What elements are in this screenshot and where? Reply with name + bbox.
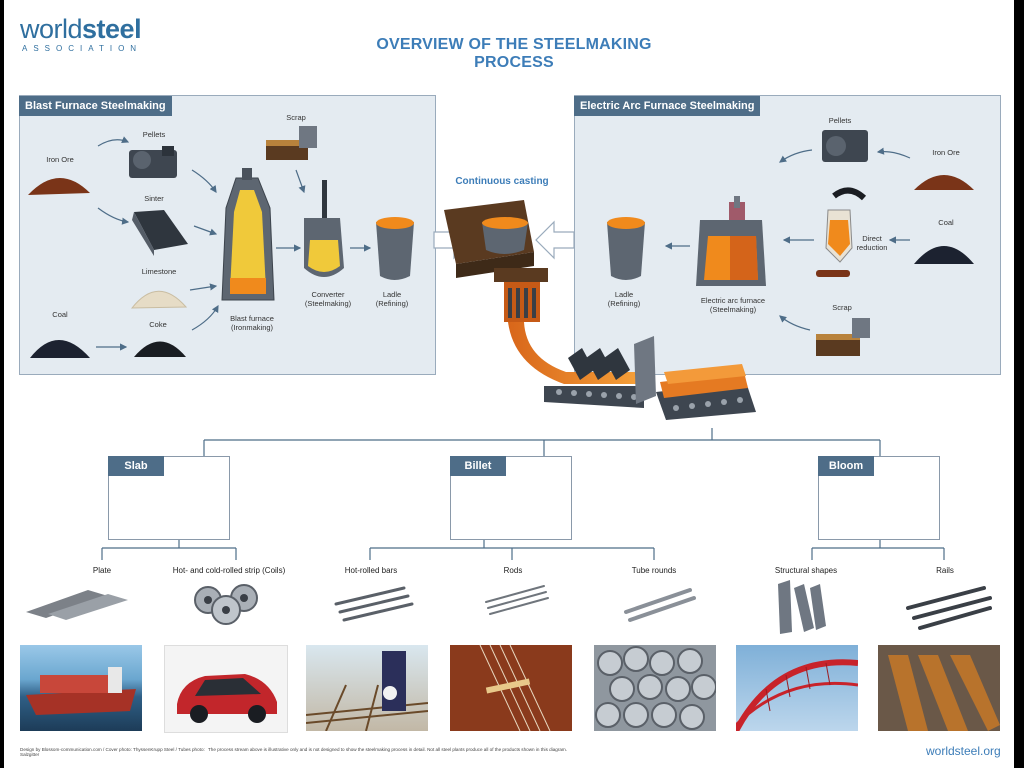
label-ear-coal: Coal — [938, 218, 954, 227]
ear-coal-pile — [914, 246, 974, 264]
sinter-machine-icon — [132, 210, 188, 256]
worldsteel-logo: worldsteel — [20, 14, 142, 44]
label-pellets: Pellets — [142, 130, 166, 139]
tree-lines — [101, 428, 945, 560]
label-ladle-right: Ladle (Refining) — [607, 290, 641, 309]
tube-icon — [624, 588, 696, 622]
process-drawing — [26, 126, 992, 634]
category-bloom: Bloom — [818, 456, 874, 476]
label-coal: Coal — [52, 310, 68, 319]
label-continuous-casting: Continuous casting — [455, 176, 549, 187]
photo-rebar — [306, 645, 428, 731]
product-structural: Structural shapes — [774, 566, 838, 575]
page-title: OVERVIEW OF THE STEELMAKING PROCESS — [376, 36, 652, 71]
ear-scrap-bin-icon — [816, 318, 870, 356]
photo-tubes — [594, 645, 716, 731]
coke-pile — [134, 341, 186, 357]
ladle-right-icon — [607, 217, 645, 280]
footer-credits: Design by Blossom-communication.com / Co… — [20, 747, 205, 757]
continuous-caster-icon — [444, 200, 756, 420]
eaf-icon — [696, 196, 766, 286]
structural-icon — [778, 580, 826, 634]
label-scrap: Scrap — [286, 113, 306, 122]
electric-arc-panel — [574, 95, 1001, 375]
converter-icon — [304, 180, 344, 277]
rods-icon — [485, 585, 549, 615]
label-direct-reduction: Direct reduction — [856, 234, 888, 253]
label-blast-furnace: Blast furnace (Ironmaking) — [230, 314, 274, 333]
photo-ship — [20, 645, 142, 731]
coils-icon — [194, 584, 258, 625]
pellets-machine-icon — [129, 146, 177, 178]
coal-pile — [30, 340, 90, 358]
plate-icon — [26, 590, 128, 620]
photo-violin — [450, 645, 572, 731]
poster: worldsteel ASSOCIATION OVERVIEW OF THE S… — [4, 0, 1014, 768]
scrap-bin-icon — [266, 126, 317, 160]
ear-iron-ore-pile — [914, 175, 974, 190]
flow-arrow-right — [535, 220, 575, 260]
product-strip: Hot- and cold-rolled strip (Coils) — [172, 566, 286, 575]
photo-bridge — [736, 645, 858, 731]
category-slab: Slab — [108, 456, 164, 476]
iron-ore-pile — [28, 177, 90, 195]
label-ear-iron-ore: Iron Ore — [932, 148, 960, 157]
product-tube-rounds: Tube rounds — [631, 566, 677, 575]
blast-furnace-icon — [221, 168, 275, 301]
ear-pellets-machine-icon — [822, 130, 868, 162]
blast-furnace-header: Blast Furnace Steelmaking — [19, 96, 172, 116]
logo-subtitle: ASSOCIATION — [22, 44, 143, 53]
electric-arc-header: Electric Arc Furnace Steelmaking — [574, 96, 761, 116]
product-rails: Rails — [936, 566, 954, 575]
limestone-pile — [130, 290, 188, 309]
product-plate: Plate — [92, 566, 112, 575]
label-sinter: Sinter — [144, 194, 164, 203]
label-ear-scrap: Scrap — [832, 303, 852, 312]
photo-car — [164, 645, 288, 733]
label-eaf: Electric arc furnace (Steelmaking) — [700, 296, 766, 315]
label-coke: Coke — [149, 320, 167, 329]
direct-reduction-icon — [816, 187, 867, 277]
ladle-left-icon — [376, 217, 414, 280]
photo-rails — [878, 645, 1000, 731]
label-limestone: Limestone — [141, 267, 177, 276]
product-rods: Rods — [503, 566, 523, 575]
footer-disclaimer: The process stream above is illustrative… — [208, 747, 568, 752]
label-ladle-left: Ladle (Refining) — [375, 290, 409, 309]
label-converter: Converter (Steelmaking) — [304, 290, 352, 309]
product-hot-bars: Hot-rolled bars — [344, 566, 398, 575]
label-iron-ore: Iron Ore — [46, 155, 74, 164]
hot-bars-icon — [334, 586, 414, 622]
label-ear-pellets: Pellets — [828, 116, 852, 125]
rails-icon — [906, 586, 992, 630]
footer-url[interactable]: worldsteel.org — [926, 744, 1001, 758]
category-billet: Billet — [450, 456, 506, 476]
